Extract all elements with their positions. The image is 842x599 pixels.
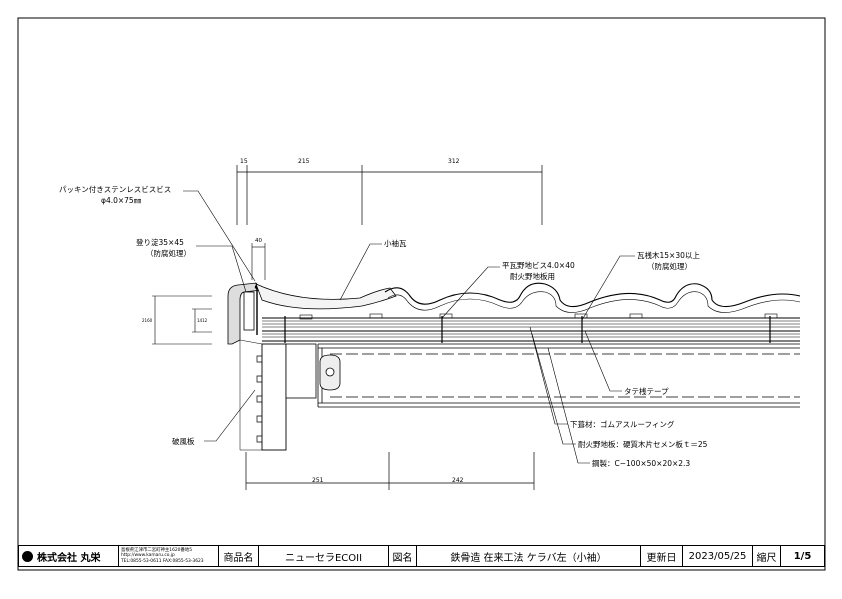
leader-lines [183,190,635,464]
label-kosode: 小袖瓦 [384,238,407,248]
dim-bottom-1: 251 [312,477,324,484]
date-label: 更新日 [641,546,683,566]
label-hafu: 破風板 [172,436,195,446]
label-noji: 耐火野地板：硬質木片セメン板ｔ＝25 [578,439,708,449]
dim-left-b: 1412 [197,318,208,323]
roof-layers [262,317,800,342]
hafu-serration [256,355,262,443]
sheet-border [17,17,826,571]
title-block: 株式会社 丸栄 島根県江津市二宮町神主1620番地5 http://www.ka… [18,545,825,567]
bolt [325,367,335,377]
verge-guide [239,339,263,451]
kosode-tile [255,283,397,310]
company-name: 株式会社 丸栄 [37,552,101,564]
fascia-bracket [285,343,317,399]
scale-label: 縮尺 [753,546,781,566]
company-logo: 株式会社 丸栄 [19,546,119,566]
product-value: ニューセラECOII [259,546,389,566]
label-hira-screw-2: 耐火野地板用 [510,271,555,281]
address-line-3: TEL:0855-53-0611 FAX:0855-53-3623 [121,558,204,564]
date-value: 2023/05/25 [683,546,753,566]
hafu-board [261,343,287,451]
address-line-1: 島根県江津市二宮町神主1620番地5 [121,548,193,554]
product-label: 商品名 [219,546,259,566]
dim-top-3: 312 [448,158,460,165]
noji-screws [284,316,771,343]
label-packing-screw-2: φ4.0×75㎜ [101,196,142,205]
company-address: 島根県江津市二宮町神主1620番地5 http://www.kamaru.co.… [119,546,219,566]
label-kawara-sangi-2: （防腐処理） [647,261,692,271]
dim-top-1: 15 [240,158,248,165]
label-packing-screw-1: パッキン付きステンレスビスビス [59,184,171,194]
label-nobori-2: （防腐処理） [146,248,191,258]
dim-small: 40 [255,238,262,244]
label-tate-tape: タテ桟テープ [624,386,669,396]
left-dimension-lines [152,295,212,345]
nobori-yodo [243,291,255,331]
flat-tile-profile [384,282,801,308]
bottom-dimension-lines [245,452,535,490]
label-hira-screw-1: 平瓦野地ビス4.0×40 [502,260,575,270]
flat-tile-underside [387,291,801,313]
label-kousei: 鋼製：C−100×50×20×2.3 [592,458,690,468]
dim-left-a: 2160 [142,318,153,323]
company-mark-icon [22,550,33,562]
dim-small-lines [251,243,266,280]
dim-top-2: 215 [298,158,310,165]
drawing-label: 図名 [389,546,417,566]
address-line-2: http://www.kamaru.co.jp [121,553,175,559]
dim-bottom-2: 242 [452,477,464,484]
label-nobori-1: 登り淀35×45 [136,237,184,247]
steel-channel [317,343,800,408]
label-kawara-sangi-1: 瓦桟木15×30以上 [637,250,700,260]
scale-value: 1/5 [793,550,812,562]
top-dimension-lines [236,165,543,225]
drawing-value: 鉄骨造 在来工法 ケラバ左（小袖） [417,546,641,566]
label-shitabuki: 下葺材：ゴムアスルーフィング [570,419,675,429]
